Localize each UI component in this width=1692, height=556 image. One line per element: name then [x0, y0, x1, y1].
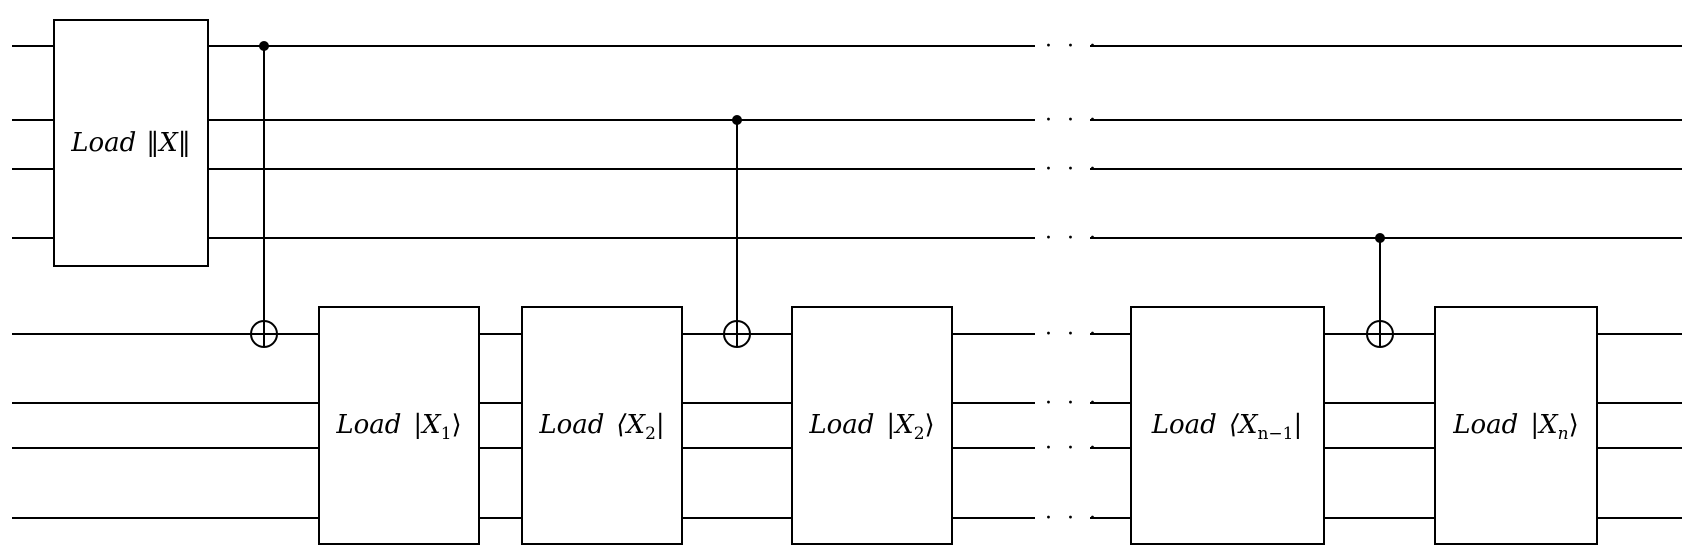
- gate-load-norm: Load‖X‖: [53, 19, 209, 267]
- ellipsis-top-4: · · ·: [1045, 226, 1100, 251]
- ellipsis-top-2: · · ·: [1045, 108, 1100, 133]
- ellipsis-bottom-1: · · ·: [1045, 322, 1100, 347]
- cnot-gate-2: [723, 115, 751, 348]
- gate-load-x2-ket-label: Load|X2⟩: [808, 410, 934, 444]
- gate-load-xn-ket-label: Load|Xn⟩: [1452, 410, 1578, 444]
- gate-load-xn-ket-box: [1434, 306, 1598, 545]
- ellipsis-top-1: · · ·: [1045, 34, 1100, 59]
- top-register-wires: [12, 45, 1682, 239]
- cnot-2-control-dot: [732, 115, 742, 125]
- cnot-gate-1: [250, 41, 278, 348]
- ellipsis-bottom-4: · · ·: [1045, 506, 1100, 531]
- ellipsis-bottom-3: · · ·: [1045, 436, 1100, 461]
- gate-load-norm-label: Load‖X‖: [70, 128, 191, 158]
- gate-load-norm-box: [53, 19, 209, 267]
- gate-load-x1-ket: Load|X1⟩: [318, 306, 480, 545]
- cnot-1-control-dot: [259, 41, 269, 51]
- gate-load-x2-ket-box: [791, 306, 953, 545]
- gate-load-xn1-bra-label: Load⟨Xn−1|: [1151, 410, 1303, 444]
- gate-load-x1-ket-box: [318, 306, 480, 545]
- gate-load-x2-bra: Load⟨X2|: [521, 306, 683, 545]
- gate-load-x1-ket-label: Load|X1⟩: [335, 410, 461, 444]
- cnot-3-control-dot: [1375, 233, 1385, 243]
- gate-load-x2-ket: Load|X2⟩: [791, 306, 953, 545]
- gate-load-xn1-bra: Load⟨Xn−1|: [1130, 306, 1325, 545]
- wire-ellipses: · · · · · · · · · · · · · · · · · · · · …: [1045, 34, 1100, 531]
- gate-load-x2-bra-box: [521, 306, 683, 545]
- ellipsis-top-3: · · ·: [1045, 157, 1100, 182]
- ellipsis-bottom-2: · · ·: [1045, 391, 1100, 416]
- gate-load-xn-ket: Load|Xn⟩: [1434, 306, 1598, 545]
- gate-load-xn1-bra-box: [1130, 306, 1325, 545]
- gate-load-x2-bra-label: Load⟨X2|: [538, 410, 664, 444]
- cnot-gate-3: [1366, 233, 1394, 348]
